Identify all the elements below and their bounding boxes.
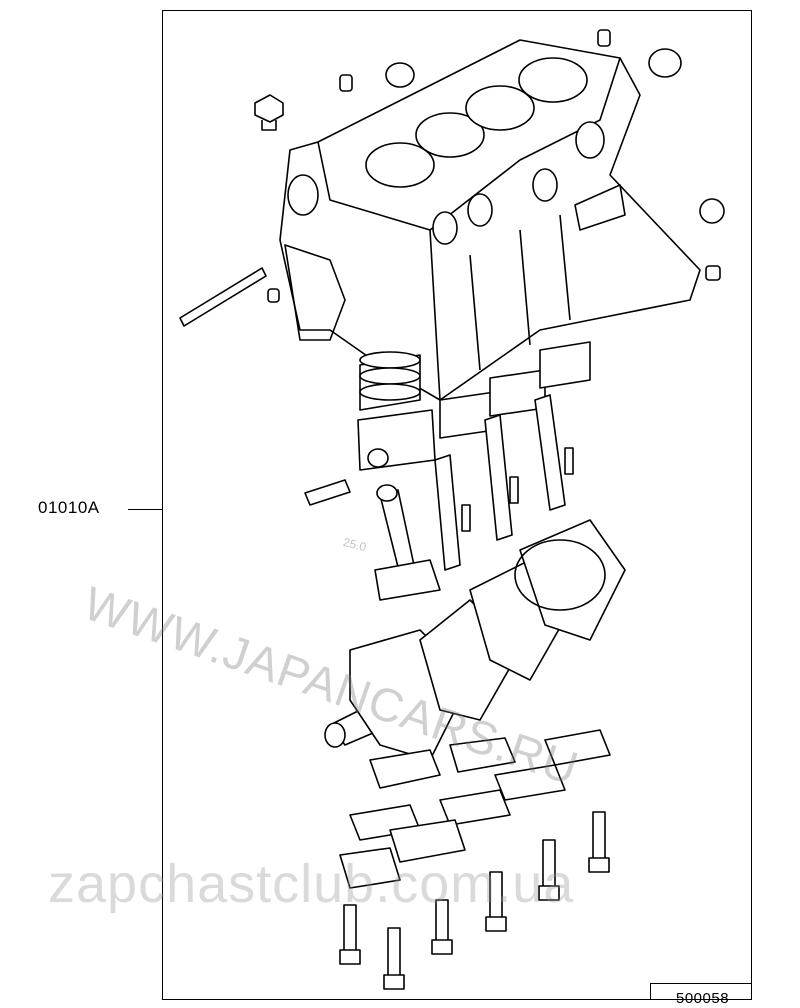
callout-leader-line <box>128 509 162 510</box>
main-bearing-bolts <box>339 811 610 990</box>
watermark-bottom: zapchastclub.com.ua <box>48 854 575 914</box>
expansion-plug <box>699 198 725 224</box>
dowel-pin <box>339 74 353 92</box>
piston-assembly <box>304 341 591 506</box>
oil-pressure-switch <box>254 94 284 131</box>
main-bearing-caps <box>339 729 611 889</box>
drawing-code-box <box>650 983 752 1000</box>
connecting-rods <box>374 394 574 601</box>
piston-pin <box>304 479 351 506</box>
drawing-code: 500058 <box>676 990 730 1007</box>
expansion-plug <box>648 48 682 78</box>
dowel-pin <box>267 288 280 303</box>
crankshaft <box>324 519 626 761</box>
dowel-pin <box>705 265 721 281</box>
expansion-plug <box>385 62 415 88</box>
cylinder-block <box>279 39 701 401</box>
dowel-pin <box>597 29 611 47</box>
stud-bolt <box>179 267 267 327</box>
part-callout-label[interactable]: 01010A <box>38 498 100 517</box>
diagram-frame <box>162 10 752 1000</box>
